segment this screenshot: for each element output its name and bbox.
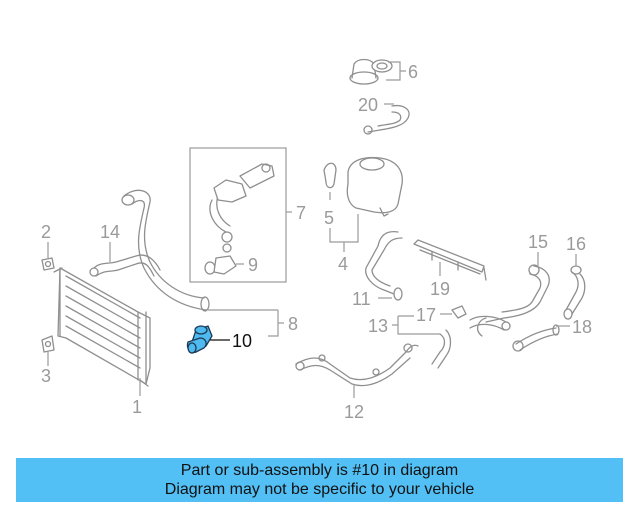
thermostat-gasket [204,255,237,275]
callout-1: 1 [132,397,142,417]
callout-4: 4 [338,254,348,274]
thermostat-housing [209,163,275,253]
callout-3: 3 [41,366,51,386]
coolant-flange-part-10[interactable] [186,325,213,354]
info-banner: Part or sub-assembly is #10 in diagram D… [16,458,623,502]
callout-12: 12 [344,402,364,422]
radiator-bracket [41,335,55,353]
callout-13: 13 [368,316,388,336]
callout-8: 8 [288,314,298,334]
callout-18: 18 [572,317,592,337]
coolant-line-assembly-12 [295,343,419,387]
coolant-hose-14 [89,254,161,277]
callout-5: 5 [324,208,334,228]
callout-7: 7 [296,203,306,223]
banner-disclaimer-line: Diagram may not be specific to your vehi… [164,481,475,498]
callout-15: 15 [528,232,548,252]
vent-hose-20 [363,104,410,135]
callout-2: 2 [41,222,51,242]
coolant-pipe-11 [365,230,403,301]
banner-part-line: Part or sub-assembly is #10 in diagram [180,462,459,479]
coolant-hose-15 [476,264,550,337]
callout-17: 17 [416,305,436,325]
radiator [53,267,151,387]
reservoir-cap [349,58,393,85]
coolant-pipe-18 [512,324,560,352]
coolant-hose-16 [563,265,586,320]
coolant-pipe-13 [431,329,452,369]
callout-14: 14 [100,222,120,242]
callout-19: 19 [430,279,450,299]
callout-16: 16 [566,234,586,254]
expansion-tank [346,156,403,217]
thermostat-group-box [189,147,287,283]
callout-10: 10 [232,331,252,351]
coolant-fitting [469,315,511,331]
callout-20: 20 [358,95,378,115]
drain-plug-upper [41,257,55,271]
callout-6: 6 [408,62,418,82]
upper-radiator-hose [121,189,210,312]
callout-9: 9 [248,255,258,275]
parts-diagram: 1 2 3 14 8 7 [41,58,592,422]
connector-17 [451,305,467,319]
callout-11: 11 [352,289,371,309]
reservoir-bracket [323,162,337,189]
bracket-rail-19 [413,239,487,281]
